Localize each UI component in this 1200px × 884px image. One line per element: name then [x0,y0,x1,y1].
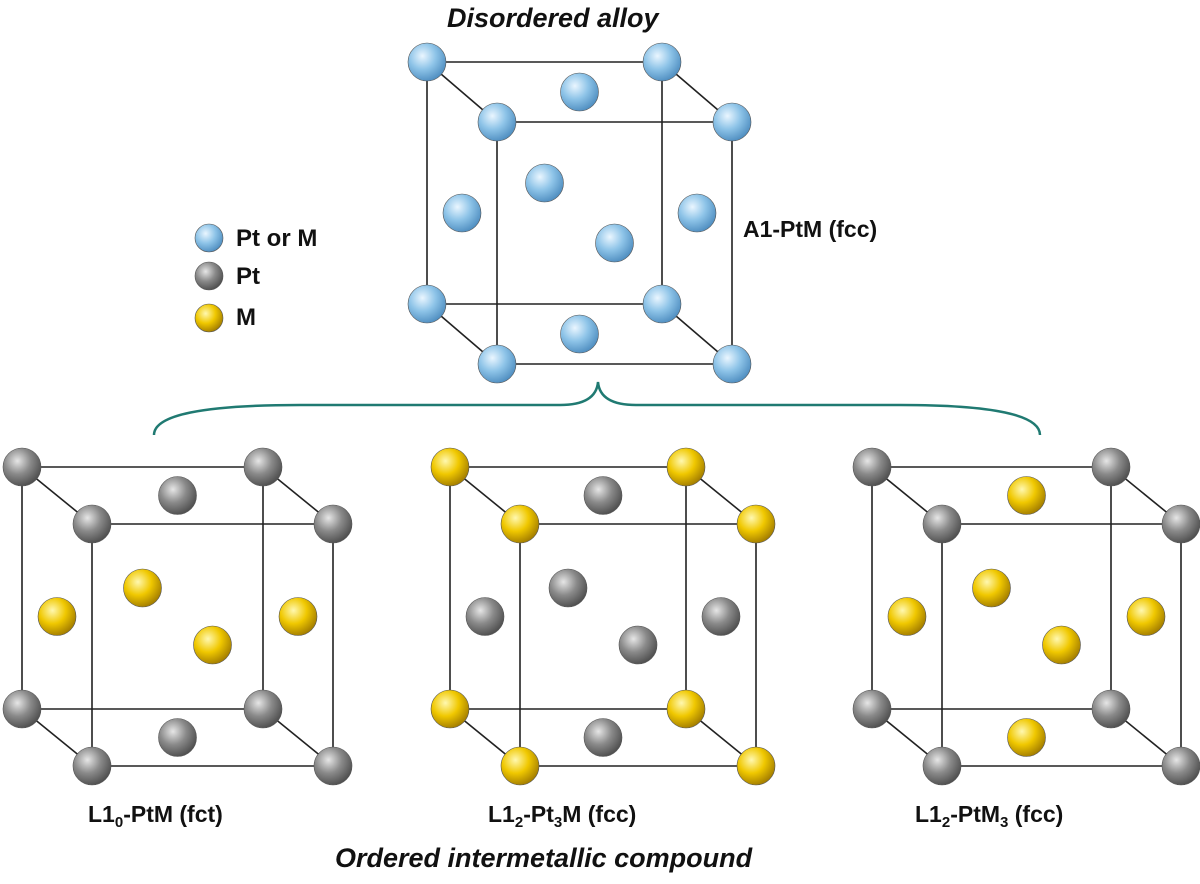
corner-atom-pt [852,447,892,487]
bottom-face-atom-pt [583,718,623,757]
legend [194,223,224,333]
corner-atom-m [430,447,470,487]
corner-atom-mixed [712,344,752,384]
top-face-atom-mixed [560,72,599,112]
corner-atom-mixed [712,102,752,142]
legend-label-mixed: Pt or M [236,225,318,252]
corner-atom-m [736,504,776,544]
corner-atom-mixed [407,284,447,324]
legend-label-m: M [236,304,256,331]
unit-cell-l12-ptm3 [852,447,1200,786]
corner-atom-m [666,447,706,487]
corner-atom-pt [313,504,353,544]
left-face-atom-m [887,597,927,636]
unit-cell-l12-pt3m [430,447,776,786]
front-face-atom-m [1042,625,1081,665]
front-face-atom-pt [618,625,658,665]
corner-atom-pt [72,746,112,786]
title-disordered: Disordered alloy [447,3,659,33]
unit-cell-l10 [2,447,353,786]
right-face-atom-m [1126,597,1166,636]
corner-atom-pt [1161,504,1200,544]
corner-atom-pt [2,689,42,729]
corner-atom-m [430,689,470,729]
back-face-atom-m [972,568,1011,608]
bottom-face-atom-mixed [560,314,599,354]
corner-atom-mixed [642,284,682,324]
corner-atom-mixed [407,42,447,82]
legend-swatch-m [194,303,224,333]
right-face-atom-m [278,597,318,636]
corner-atom-mixed [642,42,682,82]
corner-atom-m [666,689,706,729]
front-face-atom-m [193,625,232,665]
label-l12-pt3m: L12-Pt3M (fcc) [488,801,637,831]
corner-atom-pt [852,689,892,729]
corner-atom-pt [1091,689,1131,729]
corner-atom-m [500,504,540,544]
corner-atom-pt [1091,447,1131,487]
label-l12-ptm3: L12-PtM3 (fcc) [915,801,1064,831]
right-face-atom-mixed [677,193,717,233]
back-face-atom-pt [548,568,588,608]
unit-cell-a1 [407,42,752,384]
top-face-atom-pt [158,476,197,515]
corner-atom-pt [243,689,283,729]
legend-label-pt: Pt [236,263,260,290]
back-face-atom-m [123,568,162,608]
left-face-atom-pt [465,597,505,636]
legend-swatch-mixed [194,223,224,253]
corner-atom-m [736,746,776,786]
corner-atom-pt [1161,746,1200,786]
right-face-atom-pt [701,597,741,636]
grouping-bracket [152,381,1042,436]
corner-atom-pt [72,504,112,544]
left-face-atom-mixed [442,193,482,233]
corner-atom-pt [922,504,962,544]
back-face-atom-mixed [525,163,564,203]
bottom-face-atom-m [1007,718,1046,757]
title-ordered: Ordered intermetallic compound [335,843,753,873]
corner-atom-mixed [477,344,517,384]
unit-cells [2,42,1200,786]
legend-swatch-pt [194,261,224,291]
top-face-atom-m [1007,476,1046,515]
corner-atom-m [500,746,540,786]
top-face-atom-pt [583,476,623,515]
corner-atom-pt [2,447,42,487]
corner-atom-pt [922,746,962,786]
corner-atom-mixed [477,102,517,142]
corner-atom-pt [243,447,283,487]
left-face-atom-m [37,597,77,636]
label-a1-ptm: A1-PtM (fcc) [743,216,878,242]
bottom-face-atom-pt [158,718,197,757]
label-l10-ptm: L10-PtM (fct) [88,801,223,831]
corner-atom-pt [313,746,353,786]
front-face-atom-mixed [595,223,634,263]
